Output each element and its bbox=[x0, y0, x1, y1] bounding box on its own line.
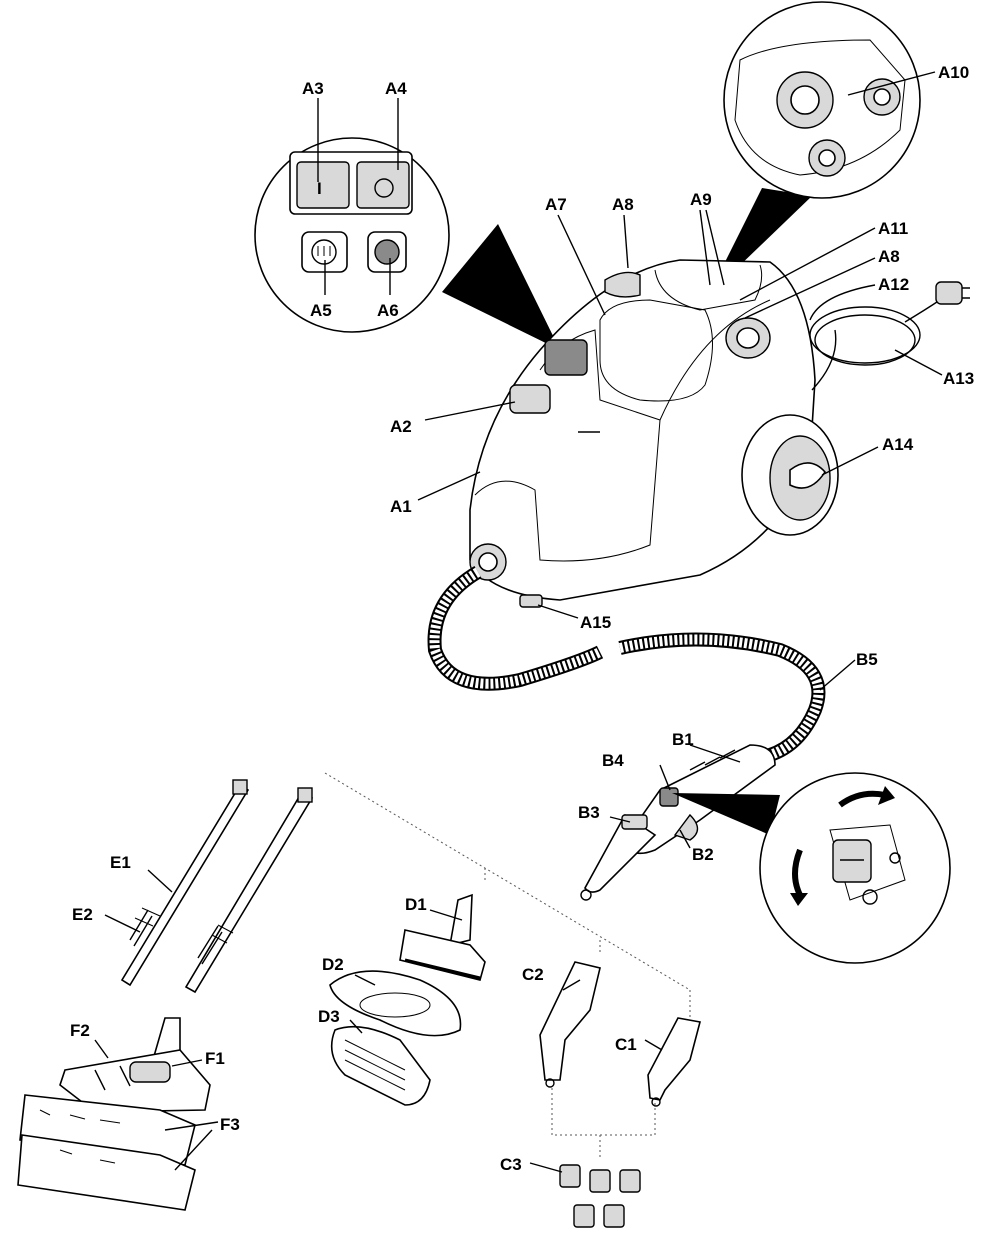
unit-handle-recess bbox=[509, 384, 551, 414]
label-d2: D2 bbox=[322, 955, 344, 974]
gun-steam-lever bbox=[621, 814, 648, 830]
label-a7: A7 bbox=[545, 195, 567, 214]
label-f1: F1 bbox=[205, 1049, 225, 1068]
accessory-connection-lines bbox=[324, 772, 691, 1160]
label-a10: A10 bbox=[938, 63, 969, 82]
steam-regulator-switch bbox=[832, 839, 872, 883]
tank-callout bbox=[708, 1, 921, 296]
label-a14: A14 bbox=[882, 435, 914, 454]
hand-brush-cloth bbox=[330, 1025, 431, 1106]
part-labels: A3 A4 A5 A6 A7 A8 A9 A10 A11 A8 A12 A13 … bbox=[70, 63, 974, 1174]
label-a4: A4 bbox=[385, 79, 407, 98]
label-b3: B3 bbox=[578, 803, 600, 822]
label-b2: B2 bbox=[692, 845, 714, 864]
rotate-up-arrow-icon bbox=[878, 786, 895, 805]
label-b1: B1 bbox=[672, 730, 694, 749]
label-a8-side: A8 bbox=[878, 247, 900, 266]
label-a8-top: A8 bbox=[612, 195, 634, 214]
extension-tube-1 bbox=[120, 779, 250, 987]
label-e2: E2 bbox=[72, 905, 93, 924]
off-symbol-circle bbox=[374, 178, 394, 198]
gun-trigger-lock bbox=[659, 787, 679, 807]
power-cord bbox=[809, 281, 970, 391]
label-c1: C1 bbox=[615, 1035, 637, 1054]
round-brushes bbox=[559, 1164, 641, 1228]
label-f2: F2 bbox=[70, 1021, 90, 1040]
label-a12: A12 bbox=[878, 275, 909, 294]
label-d3: D3 bbox=[318, 1007, 340, 1026]
label-a9: A9 bbox=[690, 190, 712, 209]
on-switch bbox=[296, 161, 350, 209]
label-a2: A2 bbox=[390, 417, 412, 436]
label-a13: A13 bbox=[943, 369, 974, 388]
floor-cloths bbox=[17, 1094, 196, 1211]
label-a11: A11 bbox=[878, 219, 908, 238]
off-switch bbox=[356, 161, 410, 209]
hand-brush bbox=[399, 893, 486, 981]
label-c3: C3 bbox=[500, 1155, 522, 1174]
label-f3: F3 bbox=[220, 1115, 240, 1134]
control-panel-callout: I bbox=[254, 137, 560, 350]
label-d1: D1 bbox=[405, 895, 427, 914]
label-c2: C2 bbox=[522, 965, 544, 984]
on-symbol: I bbox=[317, 179, 322, 198]
label-b4: B4 bbox=[602, 751, 624, 770]
label-a1: A1 bbox=[390, 497, 412, 516]
steam-cleaner-unit bbox=[469, 259, 839, 608]
label-a6: A6 bbox=[377, 301, 399, 320]
unit-control-panel bbox=[544, 339, 588, 376]
brush-cover bbox=[329, 970, 462, 1037]
steam-hose bbox=[427, 565, 826, 762]
leader-lines bbox=[94, 71, 943, 1173]
detail-nozzle-angled bbox=[539, 961, 601, 1088]
label-a3: A3 bbox=[302, 79, 324, 98]
label-b5: B5 bbox=[856, 650, 878, 669]
label-a5: A5 bbox=[310, 301, 332, 320]
gun-switch-callout bbox=[672, 772, 951, 964]
detail-nozzle-straight bbox=[647, 1017, 701, 1107]
label-a15: A15 bbox=[580, 613, 611, 632]
extension-tube-2 bbox=[184, 787, 314, 994]
rotate-down-arrow-icon bbox=[790, 893, 808, 906]
label-e1: E1 bbox=[110, 853, 131, 872]
accessory-holder bbox=[519, 594, 543, 608]
power-plug-icon bbox=[935, 281, 963, 305]
